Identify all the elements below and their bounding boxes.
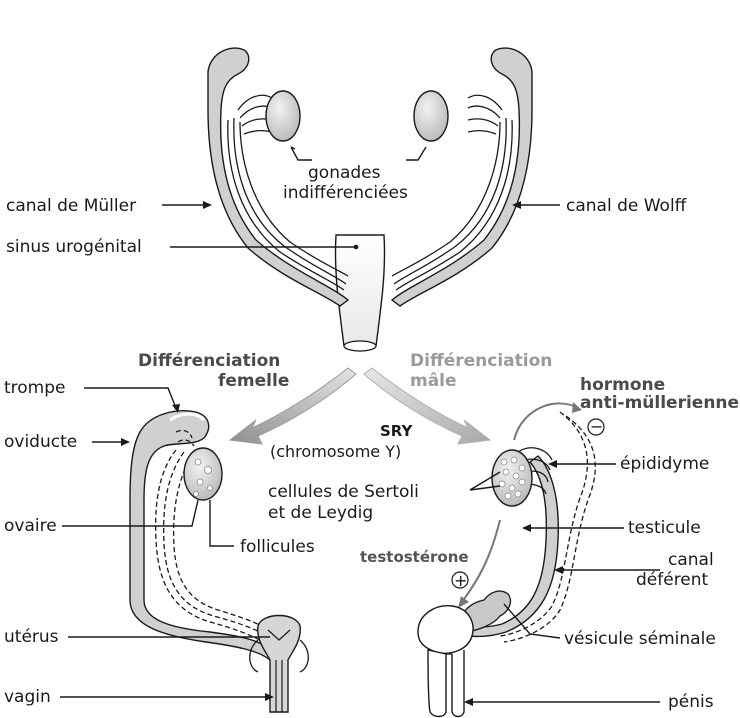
- label-gonades-1: gonades: [308, 163, 381, 183]
- muller-duct-left: [207, 47, 350, 307]
- label-testicule: testicule: [628, 518, 701, 538]
- label-uterus: utérus: [4, 627, 59, 647]
- muller-duct-right: [390, 47, 533, 307]
- label-canal-muller: canal de Müller: [6, 196, 136, 216]
- label-canal-wolff: canal de Wolff: [566, 196, 688, 216]
- label-trompe: trompe: [4, 378, 66, 398]
- plus-sign: +: [454, 571, 467, 590]
- arrow-female: [228, 367, 357, 445]
- label-oviducte: oviducte: [4, 432, 77, 452]
- label-sry: SRY: [380, 422, 414, 440]
- minus-sign: −: [590, 417, 603, 436]
- bladder: [417, 605, 474, 654]
- label-diff-fem-2: femelle: [218, 371, 289, 391]
- label-vesicule: vésicule séminale: [564, 629, 716, 649]
- ovary: [183, 447, 223, 501]
- label-hormone-2: anti-müllerienne: [580, 393, 739, 413]
- label-chromosome: (chromosome Y): [270, 442, 401, 461]
- label-follicules: follicules: [240, 537, 315, 557]
- uterus: [257, 614, 301, 713]
- label-canal-def-1: canal: [668, 550, 714, 570]
- label-ovaire: ovaire: [4, 516, 57, 536]
- sinus-urogenital: [334, 234, 386, 347]
- label-diff-male-1: Différenciation: [410, 351, 552, 371]
- gonad-left: [265, 90, 301, 142]
- oviducte: [129, 410, 271, 662]
- label-vagin: vagin: [4, 687, 51, 707]
- male-tract: hormone anti-müllerienne − testostérone …: [268, 375, 739, 718]
- penis: [427, 649, 447, 718]
- label-penis: pénis: [668, 692, 714, 712]
- label-sertoli-2: et de Leydig: [268, 503, 373, 523]
- label-canal-def-2: déférent: [636, 570, 709, 590]
- label-hormone-1: hormone: [580, 375, 665, 395]
- female-tract: trompe oviducte ovaire follicules utérus…: [4, 378, 315, 713]
- label-testosterone: testostérone: [360, 548, 469, 566]
- differentiation-arrows: Différenciation femelle Différenciation …: [138, 351, 552, 461]
- arrow-male: [363, 367, 492, 445]
- gonad-right: [413, 90, 449, 142]
- label-diff-male-2: mâle: [410, 371, 457, 391]
- label-diff-fem-1: Différenciation: [138, 351, 280, 371]
- label-sertoli-1: cellules de Sertoli: [268, 482, 419, 502]
- label-gonades-2: indifférenciées: [283, 183, 408, 203]
- label-epididyme: épididyme: [620, 454, 709, 474]
- label-sinus: sinus urogénital: [6, 237, 142, 257]
- indifferent-stage: gonades indifférenciées canal de Müller …: [6, 47, 688, 352]
